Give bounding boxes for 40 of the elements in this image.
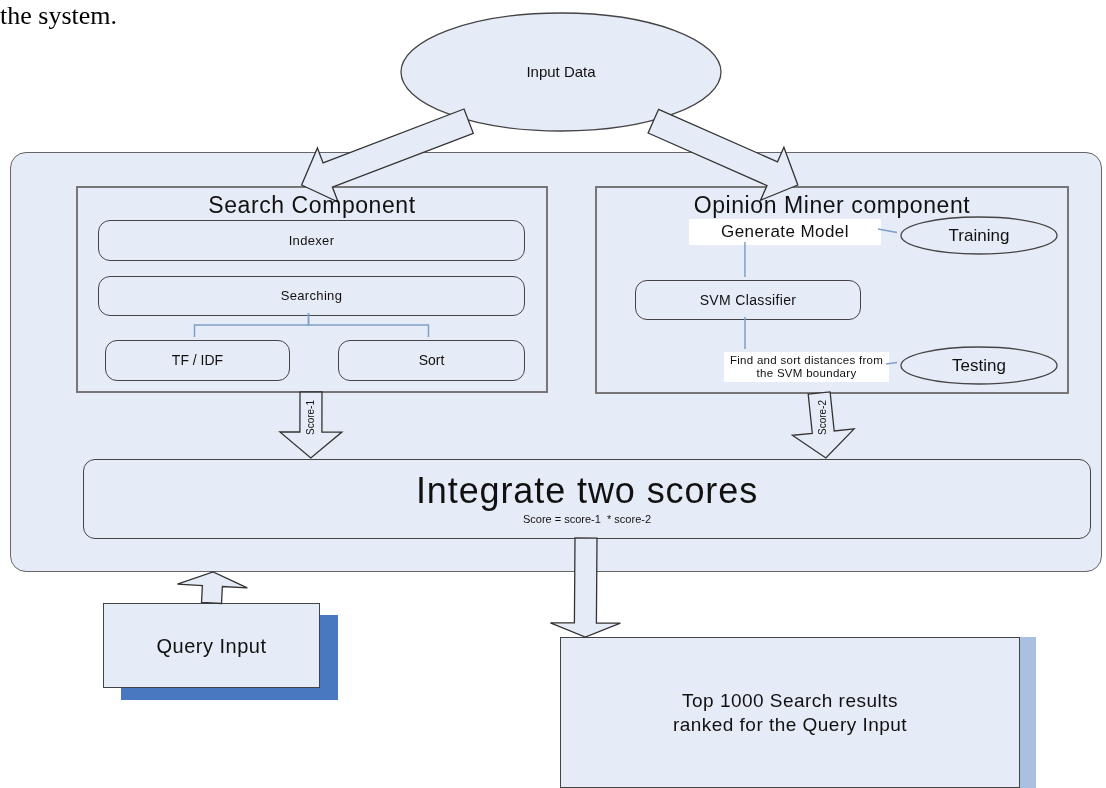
process-box (635, 280, 861, 320)
node-label: Input Data (526, 61, 596, 82)
process-box (105, 340, 290, 381)
node-label: Opinion Miner component (693, 192, 971, 218)
phase-ellipse (900, 216, 1058, 255)
input-ellipse (400, 12, 722, 132)
node-label: Indexer (288, 231, 335, 250)
block-arrow (647, 108, 799, 202)
node-label: Searching (280, 287, 343, 306)
node-label: Query Input (156, 633, 267, 659)
phase-ellipse (900, 346, 1058, 385)
node-label: Sort (418, 351, 445, 370)
formula-text: Score = score-1 * score-2 (522, 511, 652, 527)
process-box (83, 459, 1091, 539)
connector-line (744, 316, 746, 350)
process-box (98, 276, 525, 316)
node-label: Top 1000 Search results ranked for the Query Input (671, 688, 909, 737)
connector-line (307, 312, 430, 338)
edge-label: Score-2 (817, 400, 828, 435)
component-panel (595, 186, 1069, 394)
step-label (689, 219, 881, 245)
connector-line (877, 228, 898, 234)
connector-line (744, 241, 746, 278)
node-label: Find and sort distances from the SVM boundary (728, 354, 885, 380)
node-label: Testing (952, 354, 1006, 377)
node-label: TF / IDF (171, 351, 224, 370)
block-arrow (176, 571, 248, 605)
body-text: the system. (0, 0, 117, 32)
node-label: Generate Model (721, 221, 849, 243)
process-box (98, 220, 525, 261)
edge-label: Score-1 (305, 399, 317, 435)
node-label: SVM Classifier (699, 290, 797, 310)
system-panel (10, 152, 1102, 572)
component-panel (76, 186, 548, 393)
node-label: Search Component (208, 192, 416, 218)
process-box (338, 340, 525, 381)
node-label: Integrate two scores (415, 470, 759, 511)
block-arrow (549, 537, 622, 638)
connector-line (885, 361, 898, 365)
node-label: Training (948, 224, 1010, 247)
